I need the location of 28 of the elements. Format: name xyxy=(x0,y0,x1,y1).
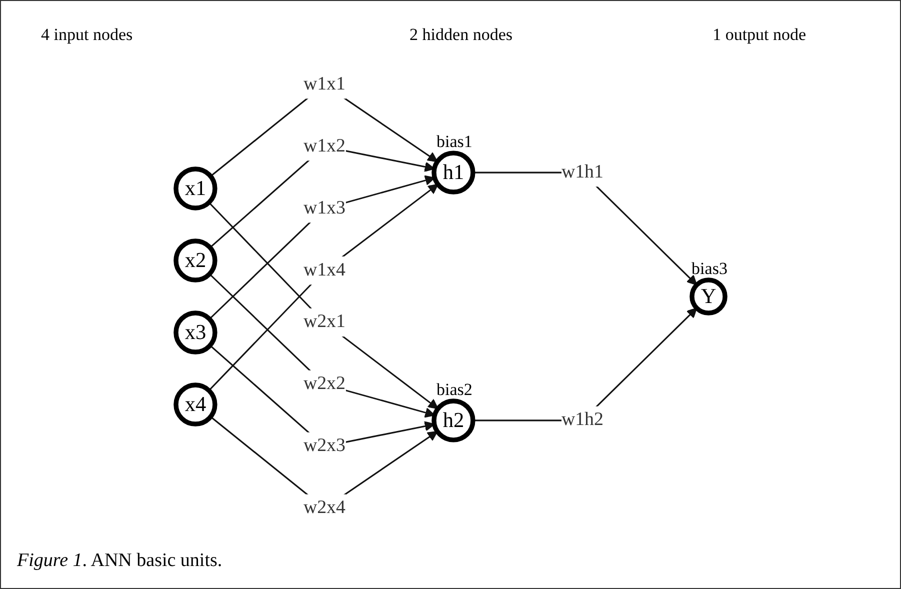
edge-label: w2x4 xyxy=(303,498,346,518)
column-heading: 4 input nodes xyxy=(41,25,133,45)
node-circle: x3 xyxy=(174,310,218,354)
bias-label: bias1 xyxy=(436,132,472,152)
edge-label: w1x3 xyxy=(303,198,346,218)
edge-label: w1x2 xyxy=(303,136,346,156)
arrow xyxy=(208,175,436,320)
figure-caption: Figure 1. ANN basic units. xyxy=(17,550,222,572)
node-circle: x4 xyxy=(174,382,218,426)
arrow xyxy=(208,202,438,410)
node-circle: x2 xyxy=(174,238,218,282)
node-circle: h2 xyxy=(432,398,476,442)
node-circle: Y xyxy=(690,278,728,316)
edge-label: w1x1 xyxy=(303,74,346,94)
bias-label: bias2 xyxy=(436,380,472,400)
arrow xyxy=(208,273,436,418)
column-heading: 2 hidden nodes xyxy=(410,25,512,45)
edge-label: w2x1 xyxy=(303,312,346,332)
node-circle: h1 xyxy=(432,150,476,194)
edge-label: w1h1 xyxy=(561,162,604,182)
column-heading: 1 output node xyxy=(712,25,806,45)
edge-label: w2x2 xyxy=(303,374,346,394)
edge-label: w1h2 xyxy=(561,410,604,430)
edge-label: w2x3 xyxy=(303,436,346,456)
bias-label: bias3 xyxy=(692,258,728,279)
edge-label: w1x4 xyxy=(303,260,346,280)
node-circle: x1 xyxy=(174,166,218,210)
arrow xyxy=(208,184,438,392)
